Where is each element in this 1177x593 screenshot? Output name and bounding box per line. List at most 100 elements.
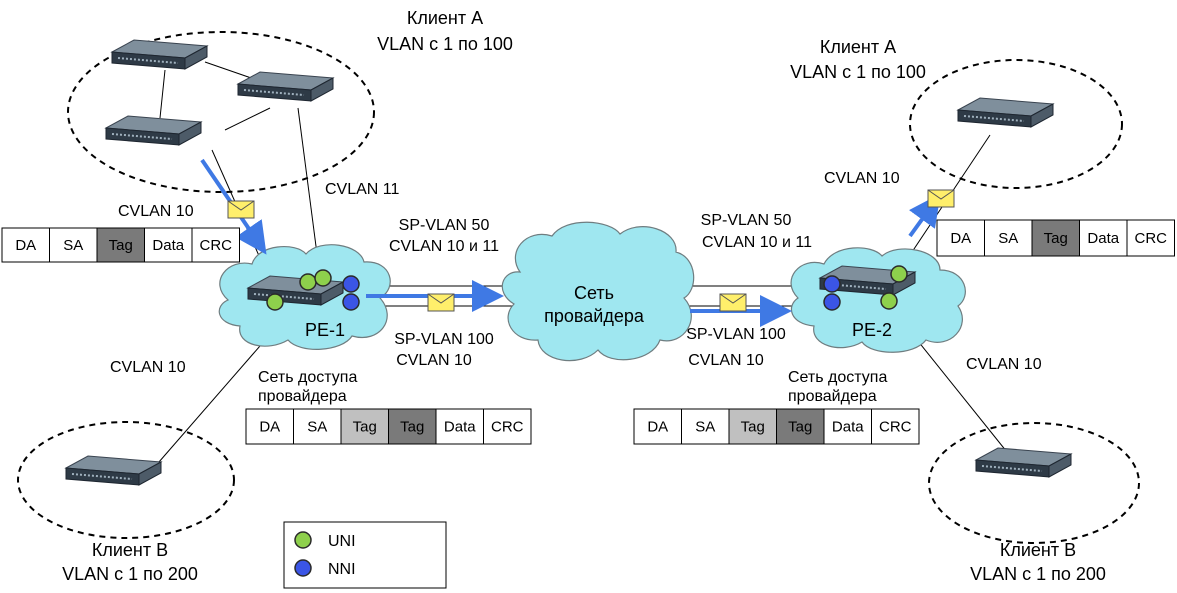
frame-cell-label: SA	[63, 237, 83, 254]
frame-cell-sa	[984, 219, 1033, 257]
switch-client-a-left-2	[237, 71, 334, 102]
frame-cell-da	[245, 408, 294, 445]
frame-cell-sa	[293, 408, 342, 445]
frame-cell-label: DA	[647, 419, 668, 436]
pe2-uni-port-1	[890, 265, 908, 283]
frame-cell-label: Tag	[788, 419, 812, 436]
frame-cell-da	[1, 227, 50, 263]
frame-cell-tag	[388, 408, 437, 445]
label-access-left-1: Сеть доступа	[258, 369, 357, 386]
pe1-nni-port-2	[342, 293, 360, 311]
frame-cell-label: Tag	[741, 419, 765, 436]
frame-cell-da	[633, 408, 682, 445]
frame-single-right: DA SA Tag Data CRC	[936, 219, 1175, 257]
envelope-icon-1	[227, 200, 255, 219]
switch-client-a-right	[957, 97, 1054, 128]
frame-cell-data	[435, 408, 484, 445]
label-provider-network-2: провайдера	[544, 306, 645, 326]
label-cvlan10-left-bottom: CVLAN 10	[110, 359, 186, 376]
ports	[266, 265, 908, 311]
envelope-icon-4	[927, 189, 955, 208]
label-cvlan10-left-top: CVLAN 10	[118, 203, 194, 220]
legend-nni-marker	[294, 559, 312, 577]
label-cvlan1011-left: CVLAN 10 и 11	[389, 238, 499, 255]
label-cvlan10-mid-left: CVLAN 10	[396, 352, 472, 369]
label-access-right-1: Сеть доступа	[788, 369, 887, 386]
frame-cell-tag	[340, 408, 389, 445]
frame-cell-label: CRC	[879, 419, 912, 436]
label-pe2: PE-2	[852, 320, 892, 340]
label-cvlan10-mid-right: CVLAN 10	[688, 352, 764, 369]
legend-nni-label: NNI	[328, 561, 356, 578]
frame-cell-label: CRC	[1135, 230, 1168, 247]
envelope-icon-3	[719, 293, 747, 312]
pe2-nni-port-1	[823, 275, 841, 293]
frame-cell-sa	[49, 227, 98, 263]
pe2-nni-port-2	[823, 293, 841, 311]
client-a-right-name: Клиент А	[820, 37, 896, 57]
client-b-left-area	[17, 421, 235, 539]
frame-cell-label: Data	[832, 419, 864, 436]
frame-single-left: DA SA Tag Data CRC	[1, 227, 240, 263]
client-b-left-name: Клиент В	[92, 540, 168, 560]
frame-cell-label: CRC	[491, 419, 524, 436]
frame-cell-label: DA	[950, 230, 971, 247]
client-b-left-vlan: VLAN с 1 по 200	[62, 564, 198, 584]
frame-cell-label: Data	[444, 419, 476, 436]
label-cvlan10-right-bottom: CVLAN 10	[966, 356, 1042, 373]
pe1-uni-port-3	[314, 269, 332, 287]
switch-client-b-right	[975, 447, 1072, 478]
label-access-left-2: провайдера	[258, 388, 347, 405]
frame-cell-label: Tag	[353, 419, 377, 436]
client-b-right-name: Клиент В	[1000, 540, 1076, 560]
label-sp-vlan50-right: SP-VLAN 50	[701, 212, 792, 229]
frame-cell-crc	[191, 227, 240, 263]
client-a-right-vlan: VLAN с 1 по 100	[790, 62, 926, 82]
frame-cell-tag	[776, 408, 825, 445]
label-cvlan11: CVLAN 11	[325, 181, 400, 198]
label-access-right-2: провайдера	[788, 388, 877, 405]
label-sp-vlan50-left: SP-VLAN 50	[399, 217, 490, 234]
frame-cell-crc	[1126, 219, 1175, 257]
envelope-icon-2	[427, 293, 455, 312]
label-cvlan1011-right: CVLAN 10 и 11	[702, 234, 812, 251]
frame-cell-da	[936, 219, 985, 257]
frame-cell-label: Data	[1087, 230, 1119, 247]
frame-cell-label: SA	[307, 419, 327, 436]
frame-cell-label: SA	[998, 230, 1018, 247]
frame-cell-crc	[871, 408, 920, 445]
legend-uni-label: UNI	[328, 533, 356, 550]
frame-cell-label: DA	[259, 419, 280, 436]
pe1-nni-port-1	[342, 275, 360, 293]
client-a-left-name: Клиент А	[407, 8, 483, 28]
pe2-uni-port-2	[880, 292, 898, 310]
switch-client-a-left-1	[111, 39, 208, 70]
frame-cell-label: DA	[15, 237, 36, 254]
label-sp-vlan100-right: SP-VLAN 100	[686, 326, 786, 343]
client-b-right-vlan: VLAN с 1 по 200	[970, 564, 1106, 584]
client-a-left-area	[67, 31, 375, 193]
switch-client-b-left	[65, 455, 162, 486]
switch-client-a-left-3	[105, 115, 202, 146]
pe1-uni-port-1	[266, 293, 284, 311]
frame-cell-crc	[483, 408, 532, 445]
provider-cloud	[501, 221, 695, 362]
frame-cell-tag	[96, 227, 145, 263]
legend-uni-marker	[294, 531, 312, 549]
frame-cell-label: Tag	[109, 237, 133, 254]
frame-cell-label: Tag	[1044, 230, 1068, 247]
label-sp-vlan100-left: SP-VLAN 100	[394, 331, 494, 348]
frame-cell-tag	[1031, 219, 1080, 257]
client-a-right-area	[909, 59, 1123, 189]
frame-cell-label: CRC	[200, 237, 233, 254]
client-b-right-area	[928, 422, 1140, 544]
label-provider-network-1: Сеть	[574, 283, 614, 303]
pe1-uni-port-2	[299, 273, 317, 291]
frame-cell-label: Data	[152, 237, 184, 254]
frame-cell-data	[144, 227, 193, 263]
label-pe1: PE-1	[305, 320, 345, 340]
legend: UNI NNI	[283, 521, 447, 589]
